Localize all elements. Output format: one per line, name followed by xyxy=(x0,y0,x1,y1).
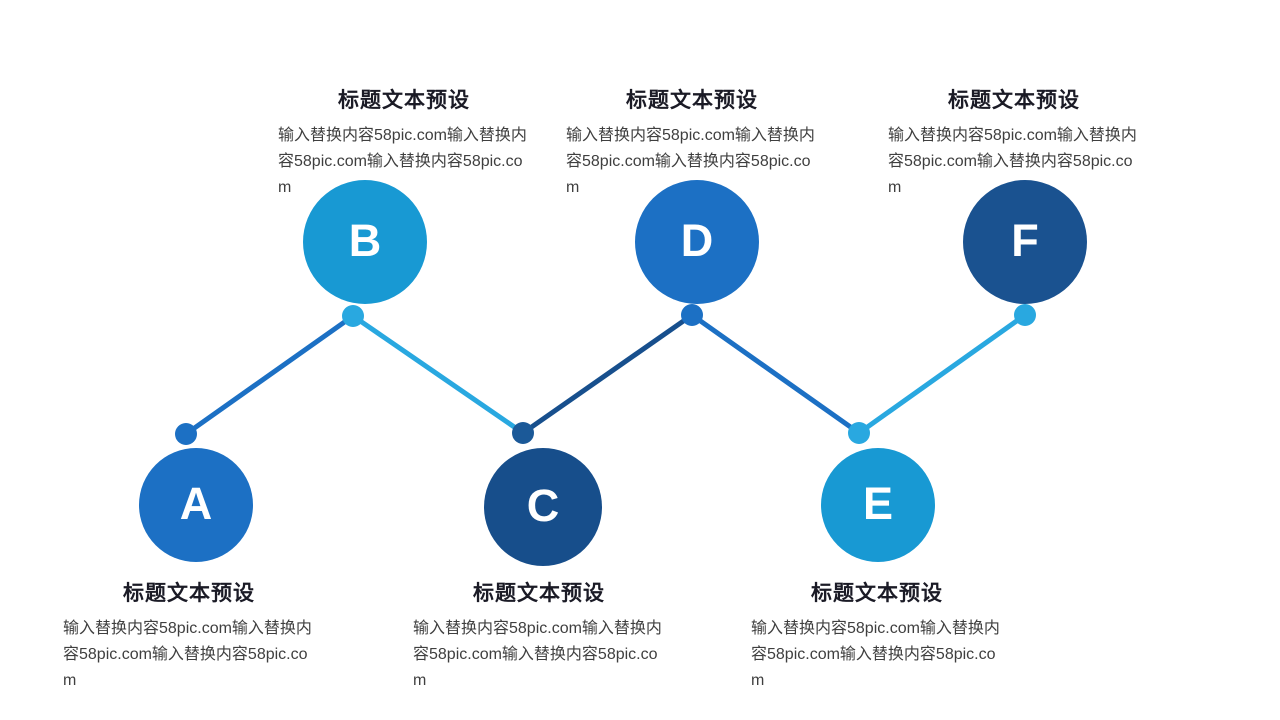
node-letter-b: B xyxy=(348,214,382,266)
block-body-a: 输入替换内容58pic.com输入替换内容58pic.com输入替换内容58pi… xyxy=(63,620,312,689)
junction-dot-d xyxy=(681,304,703,326)
connector-line-b-c xyxy=(350,313,526,436)
block-title-a: 标题文本预设 xyxy=(123,582,255,605)
node-letter-d: D xyxy=(680,214,714,266)
text-block-e: 标题文本预设 输入替换内容58pic.com输入替换内容58pic.com输入替… xyxy=(751,577,1003,694)
text-block-a: 标题文本预设 输入替换内容58pic.com输入替换内容58pic.com输入替… xyxy=(63,577,315,694)
block-body-d: 输入替换内容58pic.com输入替换内容58pic.com输入替换内容58pi… xyxy=(566,127,815,196)
node-circle-f: F xyxy=(963,180,1087,304)
node-circle-a: A xyxy=(139,448,253,562)
connector-line-e-f xyxy=(856,312,1028,436)
node-letter-a: A xyxy=(179,477,213,529)
node-letter-f: F xyxy=(1011,214,1039,266)
connector-line-c-d xyxy=(520,312,695,436)
connector-line-a-b xyxy=(183,313,356,437)
junction-dot-a xyxy=(175,423,197,445)
block-body-e: 输入替换内容58pic.com输入替换内容58pic.com输入替换内容58pi… xyxy=(751,620,1000,689)
node-letter-c: C xyxy=(526,479,560,531)
text-block-b: 标题文本预设 输入替换内容58pic.com输入替换内容58pic.com输入替… xyxy=(278,84,530,201)
block-title-d: 标题文本预设 xyxy=(626,89,758,112)
node-circle-c: C xyxy=(484,448,602,566)
junction-dot-e xyxy=(848,422,870,444)
block-title-c: 标题文本预设 xyxy=(473,582,605,605)
block-body-f: 输入替换内容58pic.com输入替换内容58pic.com输入替换内容58pi… xyxy=(888,127,1137,196)
block-title-f: 标题文本预设 xyxy=(948,89,1080,112)
block-body-b: 输入替换内容58pic.com输入替换内容58pic.com输入替换内容58pi… xyxy=(278,127,527,196)
block-title-e: 标题文本预设 xyxy=(811,582,943,605)
block-title-b: 标题文本预设 xyxy=(338,89,470,112)
connector-line-d-e xyxy=(689,312,862,436)
junction-dot-b xyxy=(342,305,364,327)
block-body-c: 输入替换内容58pic.com输入替换内容58pic.com输入替换内容58pi… xyxy=(413,620,662,689)
node-circle-d: D xyxy=(635,180,759,304)
junction-dot-f xyxy=(1014,304,1036,326)
node-circle-b: B xyxy=(303,180,427,304)
text-block-c: 标题文本预设 输入替换内容58pic.com输入替换内容58pic.com输入替… xyxy=(413,577,665,694)
node-circle-e: E xyxy=(821,448,935,562)
node-letter-e: E xyxy=(862,477,893,529)
text-block-f: 标题文本预设 输入替换内容58pic.com输入替换内容58pic.com输入替… xyxy=(888,84,1140,201)
text-block-d: 标题文本预设 输入替换内容58pic.com输入替换内容58pic.com输入替… xyxy=(566,84,818,201)
junction-dot-c xyxy=(512,422,534,444)
